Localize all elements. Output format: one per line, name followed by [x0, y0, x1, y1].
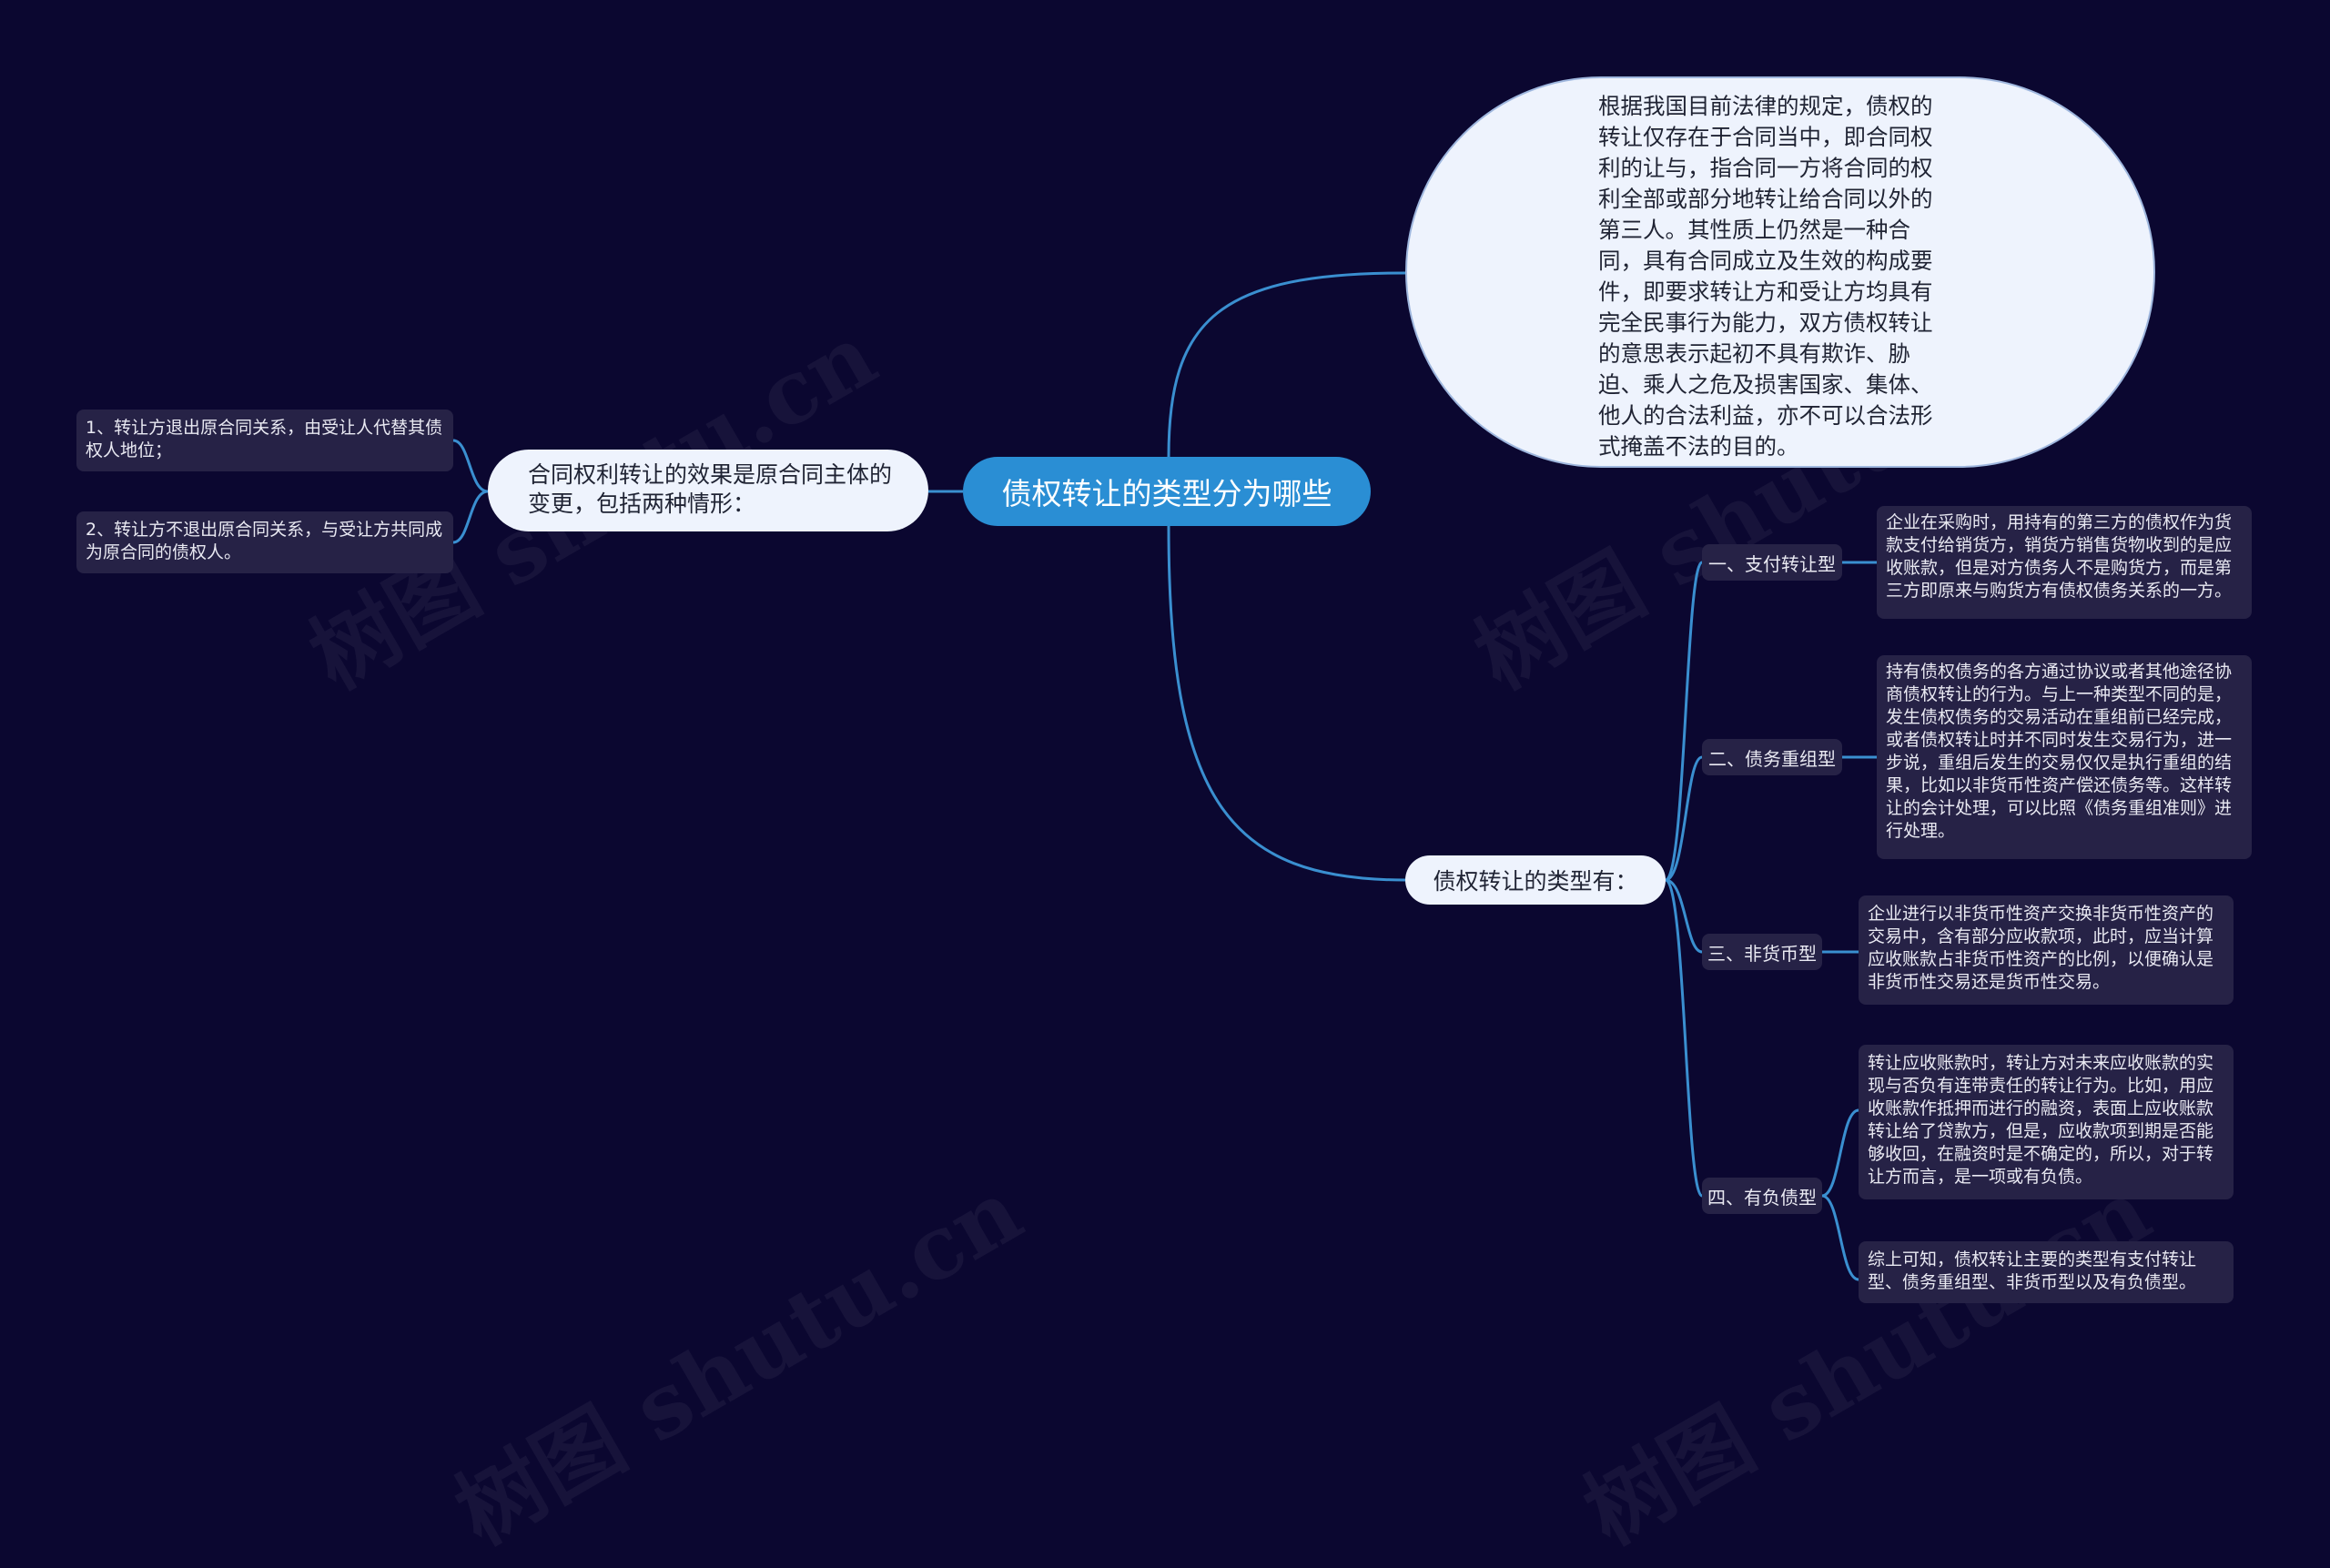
effect-item-1[interactable]: 1、转让方退出原合同关系，由受让人代替其债权人地位；	[76, 410, 453, 471]
connector-lines	[452, 271, 1877, 1281]
type-detail-text: 持有债权债务的各方通过协议或者其他途径协商债权转让的行为。与上一种类型不同的是，…	[1886, 662, 2233, 841]
effect-node[interactable]: 合同权利转让的效果是原合同主体的变更，包括两种情形：	[488, 450, 928, 531]
effect-item-text: 1、转让方退出原合同关系，由受让人代替其债权人地位；	[86, 418, 443, 460]
link-types-label-2	[1665, 755, 1703, 882]
definition-node[interactable]: 根据我国目前法律的规定，债权的转让仅存在于合同当中，即合同权利的让与，指合同一方…	[1405, 76, 2155, 468]
type-label-text: 一、支付转让型	[1708, 552, 1836, 575]
type-summary-text: 综上可知，债权转让主要的类型有支付转让型、债务重组型、非货币型以及有负债型。	[1868, 1249, 2197, 1292]
link-label-4-detail-1	[1821, 1108, 1859, 1198]
type-label-text: 三、非货币型	[1707, 942, 1817, 965]
root-topic[interactable]: 债权转让的类型分为哪些	[963, 457, 1371, 526]
type-detail-text: 企业在采购时，用持有的第三方的债权作为货款支付给销货方，销货方销售货物收到的是应…	[1886, 512, 2233, 601]
link-types-label-1	[1664, 561, 1704, 882]
effect-item-text: 2、转让方不退出原合同关系，与受让方共同成为原合同的债权人。	[86, 520, 443, 562]
type-label-text: 四、有负债型	[1707, 1186, 1817, 1209]
link-effect-item-1	[452, 439, 489, 493]
type-detail-nonmonetary[interactable]: 企业进行以非货币性资产交换非货币性资产的交易中，含有部分应收款项，此时，应当计算…	[1859, 895, 2234, 1005]
link-root-types	[1167, 525, 1406, 882]
type-label-restructure[interactable]: 二、债务重组型	[1702, 739, 1842, 775]
types-heading-text: 债权转让的类型有：	[1433, 868, 1638, 895]
definition-text: 根据我国目前法律的规定，债权的转让仅存在于合同当中，即合同权利的让与，指合同一方…	[1598, 93, 1933, 460]
type-label-payment[interactable]: 一、支付转让型	[1702, 544, 1842, 581]
types-heading[interactable]: 债权转让的类型有：	[1405, 855, 1666, 905]
link-effect-item-2	[452, 490, 489, 544]
type-label-text: 二、债务重组型	[1708, 747, 1836, 770]
type-detail-text: 企业进行以非货币性资产交换非货币性资产的交易中，含有部分应收款项，此时，应当计算…	[1868, 904, 2214, 992]
link-root-definition	[1167, 271, 1406, 458]
type-detail-text: 转让应收账款时，转让方对未来应收账款的实现与否负有连带责任的转让行为。比如，用应…	[1868, 1053, 2214, 1187]
type-summary[interactable]: 综上可知，债权转让主要的类型有支付转让型、债务重组型、非货币型以及有负债型。	[1859, 1241, 2234, 1303]
link-types-label-4	[1664, 878, 1704, 1198]
link-label-4-detail-2	[1821, 1194, 1859, 1281]
link-types-label-3	[1665, 878, 1703, 954]
type-detail-restructure[interactable]: 持有债权债务的各方通过协议或者其他途径协商债权转让的行为。与上一种类型不同的是，…	[1877, 655, 2252, 859]
effect-item-2[interactable]: 2、转让方不退出原合同关系，与受让方共同成为原合同的债权人。	[76, 511, 453, 573]
type-detail-payment[interactable]: 企业在采购时，用持有的第三方的债权作为货款支付给销货方，销货方销售货物收到的是应…	[1877, 506, 2252, 619]
type-label-liability[interactable]: 四、有负债型	[1702, 1178, 1822, 1214]
type-label-nonmonetary[interactable]: 三、非货币型	[1702, 934, 1822, 970]
type-detail-liability[interactable]: 转让应收账款时，转让方对未来应收账款的实现与否负有连带责任的转让行为。比如，用应…	[1859, 1045, 2234, 1199]
effect-text: 合同权利转让的效果是原合同主体的变更，包括两种情形：	[528, 461, 893, 517]
